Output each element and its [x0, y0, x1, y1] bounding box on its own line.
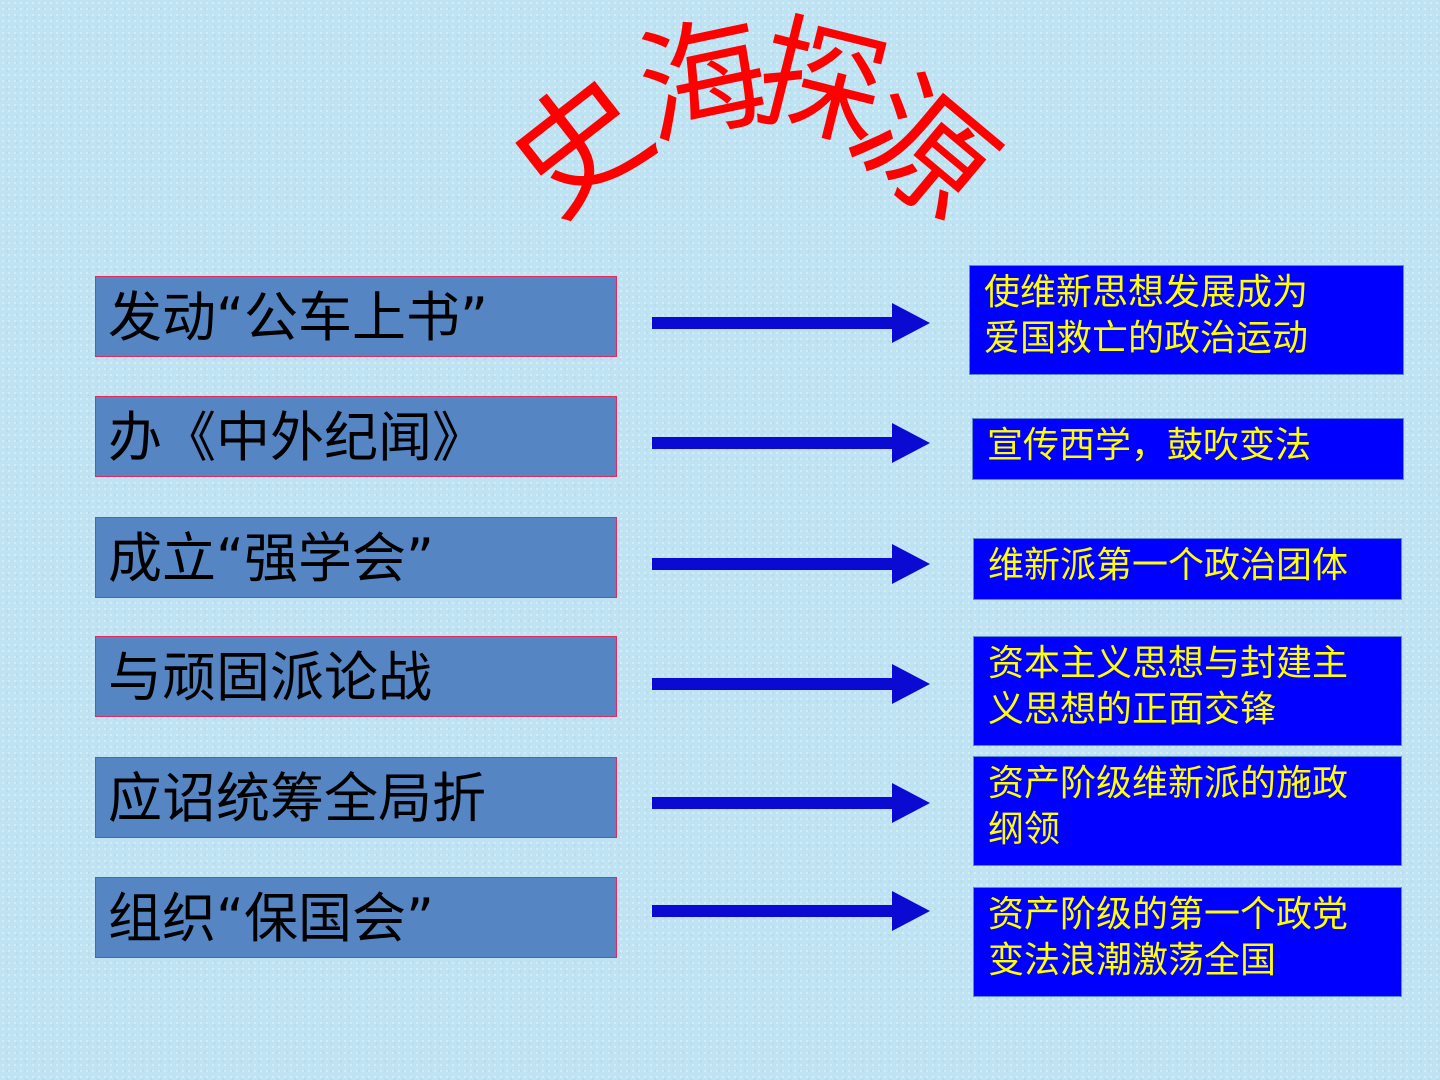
significance-box-6: 资产阶级的第一个政党 变法浪潮激荡全国 — [973, 887, 1402, 997]
arrow-right-icon — [652, 783, 930, 823]
event-box-4: 与顽固派论战 — [95, 636, 617, 717]
title-wordart: 史 海 探 源 — [483, 0, 1021, 248]
arrow-right-icon — [652, 891, 930, 931]
significance-box-4: 资本主义思想与封建主 义思想的正面交锋 — [973, 636, 1402, 746]
event-box-6: 组织“保国会” — [95, 877, 617, 958]
event-box-1: 发动“公车上书” — [95, 276, 617, 357]
arrow-right-icon — [652, 544, 930, 584]
event-box-3: 成立“强学会” — [95, 517, 617, 598]
significance-line: 资本主义思想与封建主 — [988, 643, 1349, 684]
significance-box-3: 维新派第一个政治团体 — [973, 538, 1402, 600]
arrow-right-icon — [652, 303, 930, 343]
significance-box-5: 资产阶级维新派的施政 纲领 — [973, 756, 1402, 866]
significance-box-2: 宣传西学，鼓吹变法 — [972, 418, 1404, 480]
arrow-right-icon — [652, 664, 930, 704]
significance-line: 资产阶级的第一个政党 — [988, 894, 1349, 935]
significance-box-1: 使维新思想发展成为 爱国救亡的政治运动 — [969, 265, 1404, 375]
significance-line: 使维新思想发展成为 — [984, 272, 1309, 313]
significance-line: 爱国救亡的政治运动 — [984, 318, 1309, 359]
significance-line: 义思想的正面交锋 — [988, 689, 1277, 730]
significance-line: 变法浪潮激荡全国 — [988, 940, 1277, 981]
arrow-right-icon — [652, 423, 930, 463]
event-box-5: 应诏统筹全局折 — [95, 757, 617, 838]
significance-line: 维新派第一个政治团体 — [988, 545, 1349, 586]
significance-line: 纲领 — [988, 809, 1061, 850]
event-box-2: 办《中外纪闻》 — [95, 396, 617, 477]
significance-line: 资产阶级维新派的施政 — [988, 763, 1349, 804]
significance-line: 宣传西学，鼓吹变法 — [987, 425, 1312, 466]
